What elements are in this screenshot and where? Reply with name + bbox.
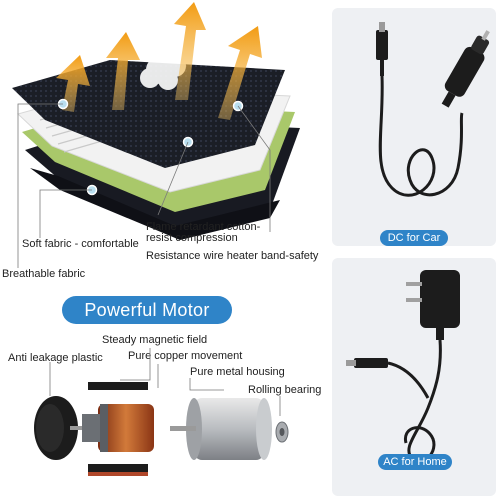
rolling-bearing-label: Rolling bearing bbox=[248, 384, 322, 396]
soft-fabric-label: Soft fabric - comfortable bbox=[22, 238, 139, 250]
resistance-wire-label: Resistance wire heater band-safety bbox=[146, 250, 319, 262]
magnet-bottom bbox=[88, 464, 148, 472]
anti-leakage-plastic-label: Anti leakage plastic bbox=[8, 352, 103, 364]
car-charger-cable-icon bbox=[376, 22, 490, 197]
metal-housing bbox=[194, 398, 264, 460]
top-mesh-layer bbox=[12, 60, 285, 168]
magnet-top bbox=[88, 382, 148, 390]
pure-metal-housing-label: Pure metal housing bbox=[190, 366, 285, 378]
heating-pad-layers-illustration bbox=[12, 2, 300, 268]
ac-for-home-badge: AC for Home bbox=[378, 454, 452, 470]
pure-copper-movement-label: Pure copper movement bbox=[128, 350, 243, 362]
motor-exploded-view bbox=[34, 348, 289, 476]
home-adapter-panel: AC for Home bbox=[332, 258, 496, 496]
dc-for-car-badge: DC for Car bbox=[380, 230, 448, 246]
steady-magnetic-field-label: Steady magnetic field bbox=[102, 334, 208, 346]
breathable-fabric-label: Breathable fabric bbox=[2, 268, 86, 280]
powerful-motor-title: Powerful Motor bbox=[62, 296, 232, 324]
wall-adapter-cable-icon bbox=[346, 270, 460, 463]
car-adapter-panel: DC for Car bbox=[332, 8, 496, 246]
heat-arrows bbox=[56, 2, 262, 120]
flame-retardant-label: Flame retardant cotton- resist compressi… bbox=[146, 221, 261, 244]
